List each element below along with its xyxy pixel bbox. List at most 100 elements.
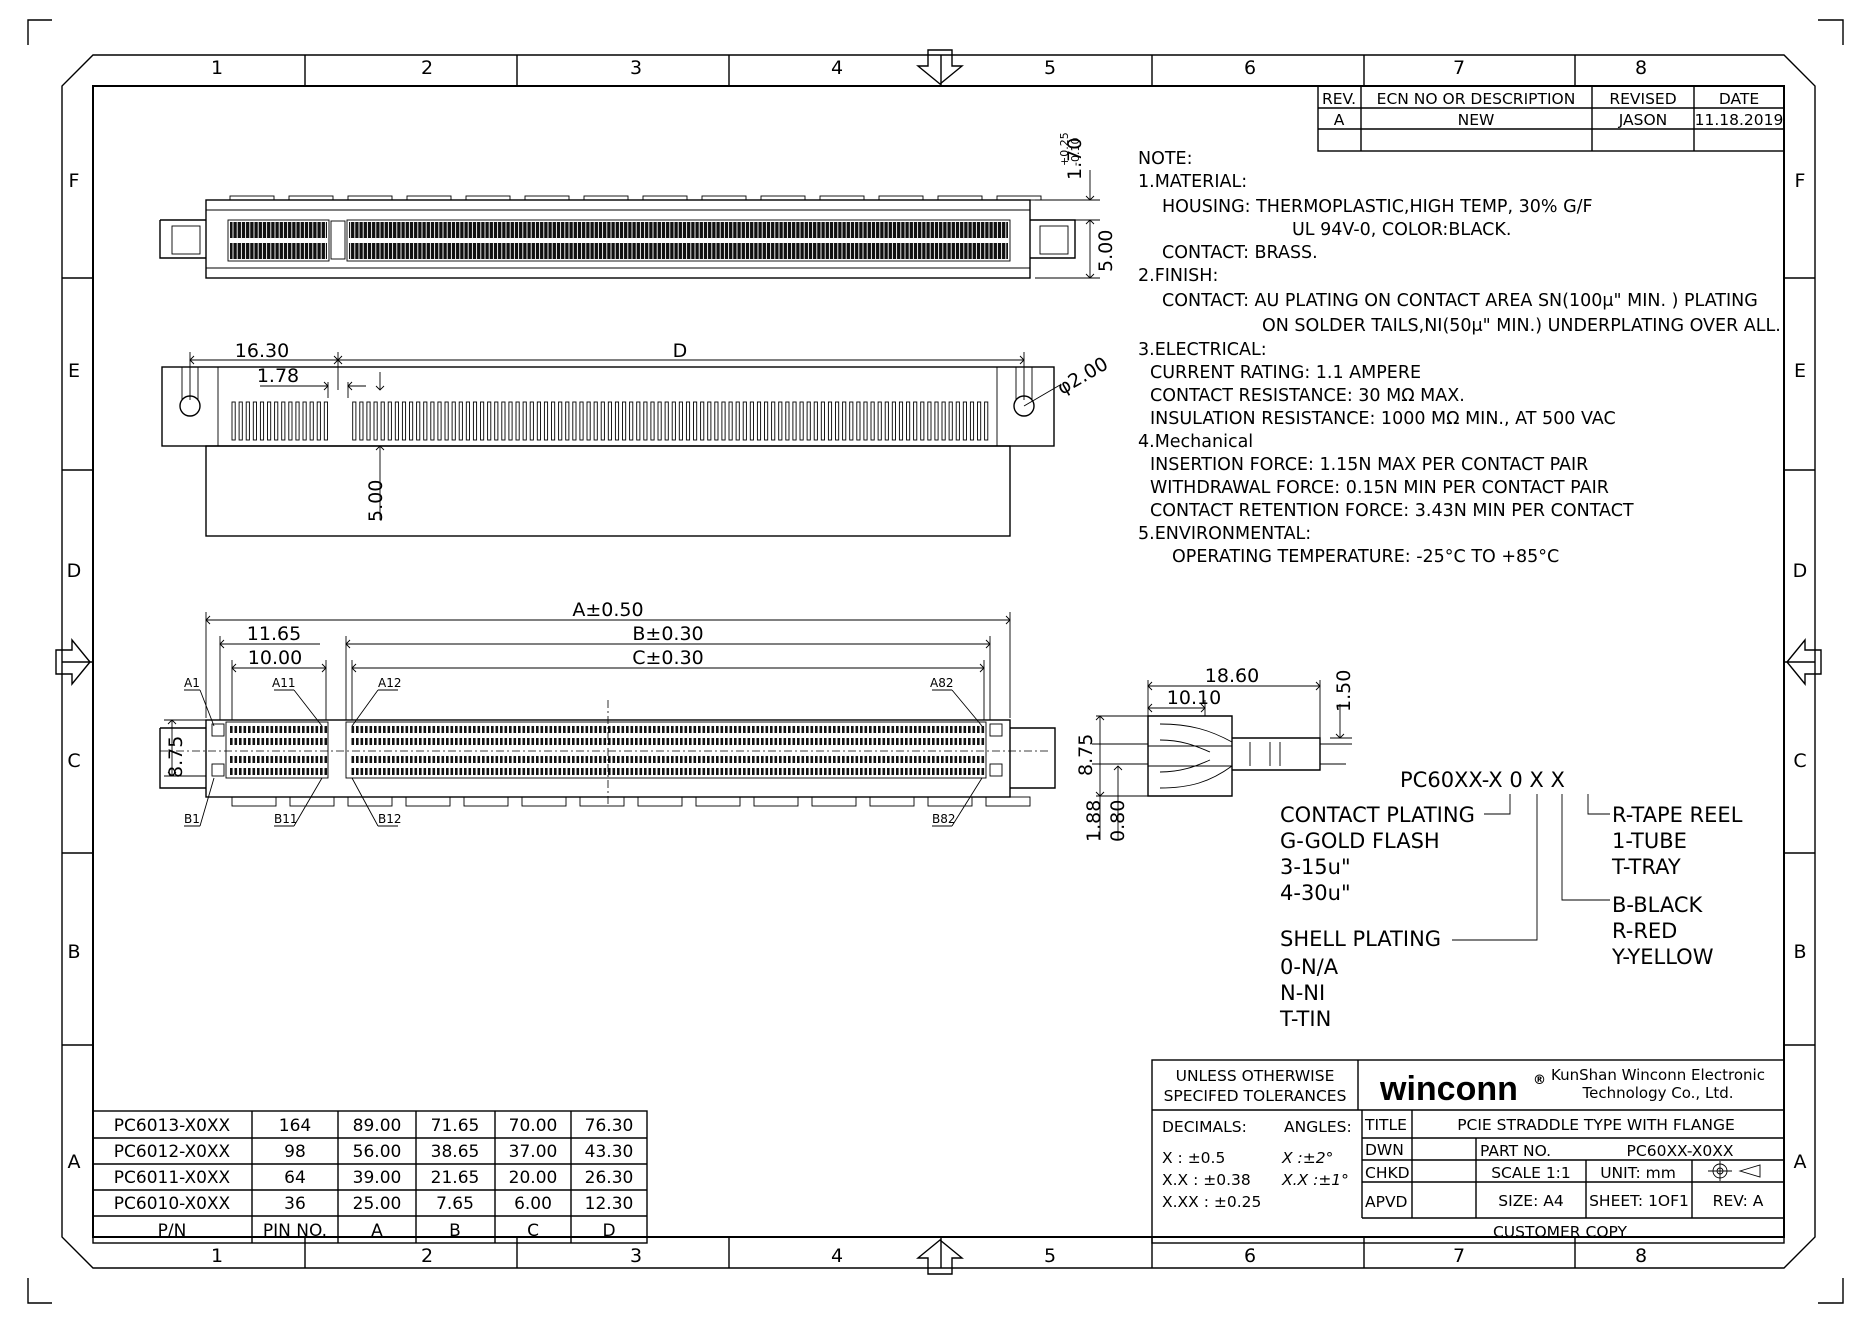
contact-pin <box>936 756 940 763</box>
contact-pin <box>504 726 508 733</box>
contact-pin <box>954 768 958 775</box>
part-row3-c: 20.00 <box>509 1168 558 1188</box>
contact-pin <box>261 768 265 775</box>
housing-rib <box>289 796 335 807</box>
contact-pin <box>716 738 719 745</box>
contact-pin <box>878 726 881 733</box>
contact-option-3: 4-30u" <box>1280 881 1351 905</box>
note-line-15: CONTACT RETENTION FORCE: 3.43N MIN PER C… <box>1150 501 1634 521</box>
contact-pin <box>257 768 260 775</box>
tol-decimals: DECIMALS: <box>1162 1118 1247 1136</box>
solder-tail <box>465 401 470 441</box>
rev-row-revised: JASON <box>1618 111 1668 129</box>
contact-pin <box>378 738 382 745</box>
contact-pin <box>963 756 967 763</box>
contact-pin <box>630 756 634 763</box>
pin-label-a12: A12 <box>378 676 401 690</box>
crop-marks <box>27 19 1844 1304</box>
contact-pin <box>288 726 292 733</box>
contact-pin <box>252 726 256 733</box>
contact-pin <box>576 738 580 745</box>
solder-tail <box>529 401 534 441</box>
contact-pin <box>608 738 611 745</box>
contact-pin <box>554 738 557 745</box>
contact-pin <box>297 738 301 745</box>
row-label-d-left: D <box>67 560 82 582</box>
contact-pin <box>788 768 791 775</box>
contact-pin <box>315 768 319 775</box>
contact-pin <box>374 738 377 745</box>
contact-pin <box>981 738 985 745</box>
contact-pin <box>576 726 580 733</box>
dim-bottom-8-75: 8.75 <box>165 736 187 778</box>
color-option-1: B-BLACK <box>1612 893 1703 917</box>
contact-pin <box>500 768 503 775</box>
contact-pin <box>522 738 526 745</box>
contact-pin <box>905 738 908 745</box>
contact-pin <box>828 756 832 763</box>
contact-pin <box>770 726 773 733</box>
col-label-6-bottom: 6 <box>1244 1245 1256 1267</box>
housing-rib <box>819 195 865 201</box>
solder-tail <box>252 401 257 441</box>
contact-pin <box>621 768 625 775</box>
contact-pin <box>234 738 238 745</box>
solder-tail <box>842 401 847 441</box>
solder-tail <box>494 401 499 441</box>
contact-pin <box>288 738 292 745</box>
contact-pin <box>423 738 427 745</box>
contact-pin <box>302 756 305 763</box>
contact-pin <box>572 738 575 745</box>
contact-pin <box>783 768 787 775</box>
contact-pin <box>473 726 476 733</box>
contact-pin <box>972 756 976 763</box>
contact-pin <box>509 768 512 775</box>
contact-pin <box>761 768 764 775</box>
contact-pin <box>770 738 773 745</box>
contact-pin <box>648 738 652 745</box>
contact-pin <box>275 768 278 775</box>
contact-pin <box>747 726 751 733</box>
contact-pin <box>603 768 607 775</box>
solder-tail <box>799 401 804 441</box>
contact-pin <box>441 756 445 763</box>
contact-pin <box>554 726 557 733</box>
contact-pin <box>279 768 283 775</box>
contact-pin <box>437 768 440 775</box>
solder-tail <box>245 401 250 441</box>
contact-pin <box>954 738 958 745</box>
housing-rib <box>579 796 625 807</box>
contact-pin <box>900 768 904 775</box>
contact-pin <box>450 726 454 733</box>
contact-pin <box>806 756 809 763</box>
contact-pin <box>630 726 634 733</box>
contact-pin <box>774 768 778 775</box>
contact-pin <box>734 768 737 775</box>
contact-pin <box>914 756 917 763</box>
contact-pin <box>491 768 494 775</box>
solder-tail <box>600 401 605 441</box>
part-row4-b: 7.65 <box>436 1194 474 1214</box>
contact-pin <box>968 756 971 763</box>
contact-pin <box>468 756 472 763</box>
contact-pin <box>626 738 629 745</box>
row-label-c-left: C <box>67 750 80 772</box>
contact-pin <box>311 726 314 733</box>
contact-pin <box>603 738 607 745</box>
solder-tail <box>309 401 314 441</box>
contact-pin <box>941 768 944 775</box>
contact-pin <box>864 726 868 733</box>
contact-pin <box>923 738 926 745</box>
contact-pin <box>311 738 314 745</box>
contact-pin <box>405 738 409 745</box>
contact-pin <box>270 738 274 745</box>
contact-pin <box>869 768 872 775</box>
contact-pin <box>437 756 440 763</box>
solder-tail <box>622 401 627 441</box>
title-value: PCIE STRADDLE TYPE WITH FLANGE <box>1457 1116 1735 1134</box>
contact-pin <box>797 756 800 763</box>
contact-pin <box>360 756 364 763</box>
contact-pin <box>401 756 404 763</box>
part-row2-pn: PC6012-X0XX <box>114 1142 231 1162</box>
contact-pin <box>878 768 881 775</box>
